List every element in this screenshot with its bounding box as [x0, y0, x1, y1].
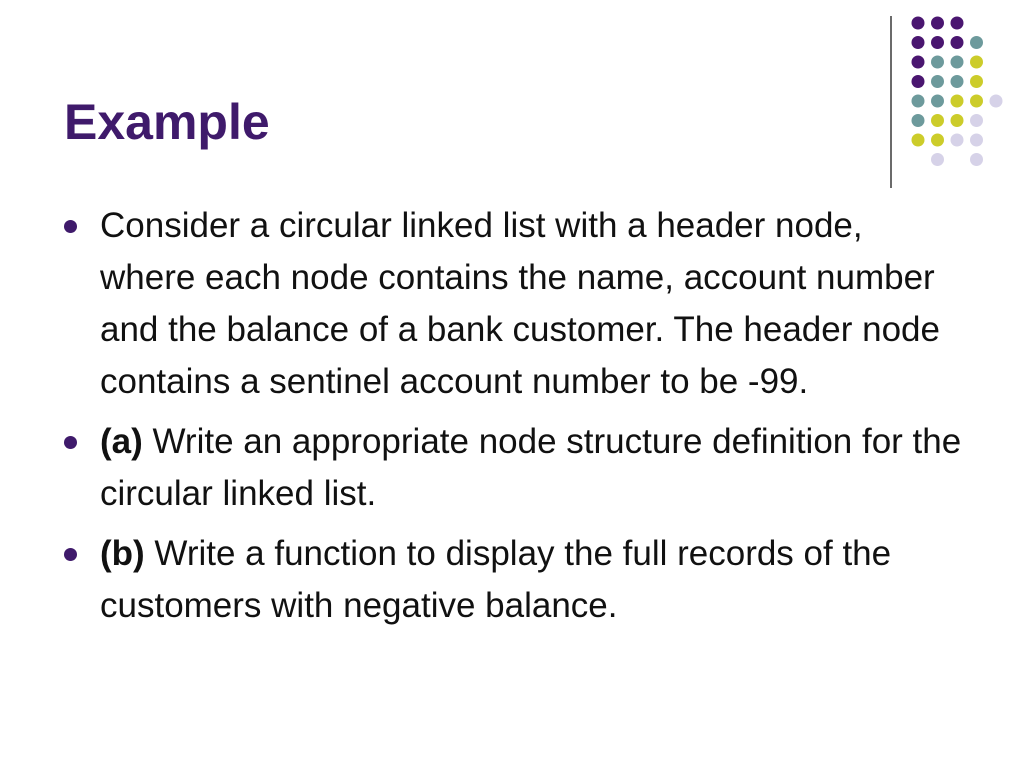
decor-dot — [911, 94, 925, 108]
decor-dot — [970, 75, 983, 88]
bullet-text: Write an appropriate node structure defi… — [100, 422, 962, 513]
decor-dot — [931, 133, 944, 147]
decor-dot — [931, 16, 944, 30]
decor-dot — [970, 94, 983, 108]
decor-dot — [950, 36, 964, 49]
decor-dot — [931, 114, 944, 127]
bullet-dot-icon — [64, 436, 77, 449]
decor-dot — [950, 55, 964, 69]
bullet-dot-icon — [64, 548, 77, 561]
bullet-item-2: (a) Write an appropriate node structure … — [64, 416, 964, 520]
decor-dot — [911, 55, 925, 69]
decor-dot — [931, 153, 944, 166]
decor-dot — [950, 16, 964, 30]
bullet-text: Consider a circular linked list with a h… — [100, 206, 940, 401]
bullet-dot-icon — [64, 220, 77, 233]
decor-dot — [970, 133, 983, 147]
decor-dot — [950, 114, 964, 127]
bullet-text: Write a function to display the full rec… — [100, 534, 892, 625]
decor-dot — [911, 114, 925, 127]
decor-dot — [950, 75, 964, 88]
divider-line — [890, 16, 892, 188]
decor-dot — [931, 94, 944, 108]
decor-dot — [970, 36, 983, 49]
bullet-bold: (b) — [100, 534, 145, 573]
bullet-item-3: (b) Write a function to display the full… — [64, 528, 964, 632]
decor-dot — [911, 75, 925, 88]
decor-dot — [970, 114, 983, 127]
decor-dot — [950, 133, 964, 147]
slide-title: Example — [64, 94, 270, 150]
decor-dot — [950, 94, 964, 108]
decor-dot — [931, 36, 944, 49]
decor-dot — [970, 153, 983, 166]
decor-dot — [970, 55, 983, 69]
bullet-item-1: Consider a circular linked list with a h… — [64, 200, 964, 408]
decor-dot — [911, 133, 925, 147]
decor-dot — [989, 94, 1003, 108]
bullet-bold: (a) — [100, 422, 143, 461]
decor-dot — [931, 75, 944, 88]
decor-dot — [911, 36, 925, 49]
bullet-list: Consider a circular linked list with a h… — [64, 200, 964, 640]
decor-dot — [911, 16, 925, 30]
decor-dot — [931, 55, 944, 69]
